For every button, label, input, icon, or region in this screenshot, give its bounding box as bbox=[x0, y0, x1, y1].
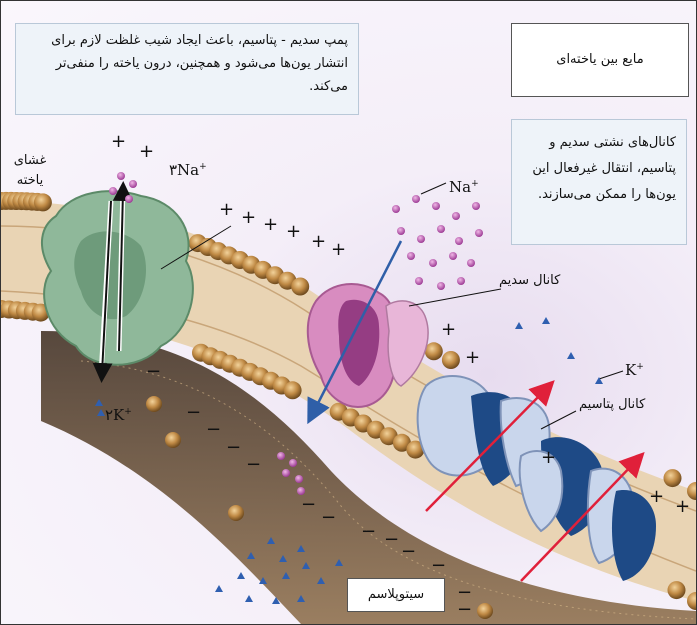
sodium-ion bbox=[397, 227, 405, 235]
sodium-ion bbox=[282, 469, 290, 477]
charge-plus: + bbox=[139, 143, 154, 161]
charge-minus: − bbox=[431, 557, 446, 575]
charge-plus: + bbox=[286, 223, 301, 241]
charge-minus: − bbox=[226, 439, 241, 457]
extracellular-fluid-box: مایع بین یاخته‌ای bbox=[511, 23, 689, 97]
pump-note-box: پمپ سدیم - پتاسیم، باعث ایجاد شیب غلظت ل… bbox=[15, 23, 359, 115]
sodium-ion bbox=[457, 277, 465, 285]
phospholipid-head bbox=[34, 193, 52, 211]
potassium-ion-label: K+ bbox=[625, 361, 644, 379]
pump-note-text: پمپ سدیم - پتاسیم، باعث ایجاد شیب غلظت ل… bbox=[51, 33, 348, 94]
charge-minus: − bbox=[246, 456, 261, 474]
charge-plus: + bbox=[441, 321, 456, 339]
leak-channels-box: کانال‌های نشتی سدیم و پتاسیم، انتقال غیر… bbox=[511, 119, 687, 245]
charge-plus: + bbox=[675, 498, 690, 516]
charge-plus: + bbox=[331, 241, 346, 259]
charge-plus: + bbox=[111, 133, 126, 151]
sodium-ion bbox=[429, 259, 437, 267]
phospholipid-head bbox=[425, 342, 443, 360]
loose-bead bbox=[146, 396, 162, 412]
sodium-ion bbox=[412, 195, 420, 203]
sodium-ion bbox=[407, 252, 415, 260]
potassium-ion bbox=[515, 322, 523, 329]
charge-minus: − bbox=[457, 601, 472, 619]
cell-membrane-label: غشای یاخته bbox=[11, 151, 49, 190]
sodium-ion bbox=[452, 212, 460, 220]
potassium-ion bbox=[237, 572, 245, 579]
sodium-channel-label: کانال سدیم bbox=[499, 273, 560, 288]
sodium-ion bbox=[475, 229, 483, 237]
charge-plus: + bbox=[219, 201, 234, 219]
sodium-ion bbox=[109, 187, 117, 195]
sodium-ion bbox=[415, 277, 423, 285]
loose-bead bbox=[228, 505, 244, 521]
sodium-ion bbox=[467, 259, 475, 267]
loose-bead bbox=[477, 603, 493, 619]
sodium-ion bbox=[472, 202, 480, 210]
charge-plus: + bbox=[263, 216, 278, 234]
charge-plus: + bbox=[241, 209, 256, 227]
charge-plus: + bbox=[465, 349, 480, 367]
charge-plus: + bbox=[541, 449, 556, 467]
sodium-ion bbox=[117, 172, 125, 180]
sodium-ion bbox=[455, 237, 463, 245]
potassium-ion bbox=[215, 585, 223, 592]
sodium-ion bbox=[277, 452, 285, 460]
pump-sodium-label: ۳Na+ bbox=[169, 161, 207, 179]
sodium-ion bbox=[437, 282, 445, 290]
sodium-ion bbox=[417, 235, 425, 243]
extracellular-fluid-label: مایع بین یاخته‌ای bbox=[556, 52, 643, 67]
charge-minus: − bbox=[206, 421, 221, 439]
charge-plus: + bbox=[649, 488, 664, 506]
phospholipid-head bbox=[284, 381, 302, 399]
phospholipid-head bbox=[291, 278, 309, 296]
sodium-ion bbox=[289, 459, 297, 467]
potassium-channel-label: کانال پتاسیم bbox=[579, 397, 645, 412]
potassium-ion bbox=[542, 317, 550, 324]
charge-plus: + bbox=[311, 233, 326, 251]
leak-channels-text: کانال‌های نشتی سدیم و پتاسیم، انتقال غیر… bbox=[532, 135, 676, 202]
cytoplasm-label: سیتوپلاسم bbox=[368, 587, 424, 602]
charge-minus: − bbox=[186, 404, 201, 422]
phospholipid-head bbox=[442, 351, 460, 369]
potassium-ion bbox=[567, 352, 575, 359]
potassium-ion bbox=[245, 595, 253, 602]
charge-minus: − bbox=[321, 509, 336, 527]
charge-minus: − bbox=[301, 496, 316, 514]
charge-minus: − bbox=[146, 363, 161, 381]
cytoplasm-box: سیتوپلاسم bbox=[347, 578, 445, 612]
sodium-ion bbox=[125, 195, 133, 203]
sodium-ion bbox=[437, 225, 445, 233]
sodium-ion bbox=[449, 252, 457, 260]
phospholipid-head bbox=[664, 469, 682, 487]
sodium-ion bbox=[129, 180, 137, 188]
sodium-ion-label: Na+ bbox=[449, 178, 479, 196]
sodium-ion bbox=[432, 202, 440, 210]
charge-minus: − bbox=[361, 523, 376, 541]
charge-minus: − bbox=[401, 543, 416, 561]
pump-potassium-label: ۲K+ bbox=[105, 406, 132, 424]
sodium-ion bbox=[392, 205, 400, 213]
sodium-ion bbox=[295, 475, 303, 483]
loose-bead bbox=[165, 432, 181, 448]
charge-minus: − bbox=[384, 531, 399, 549]
phospholipid-head bbox=[668, 581, 686, 599]
